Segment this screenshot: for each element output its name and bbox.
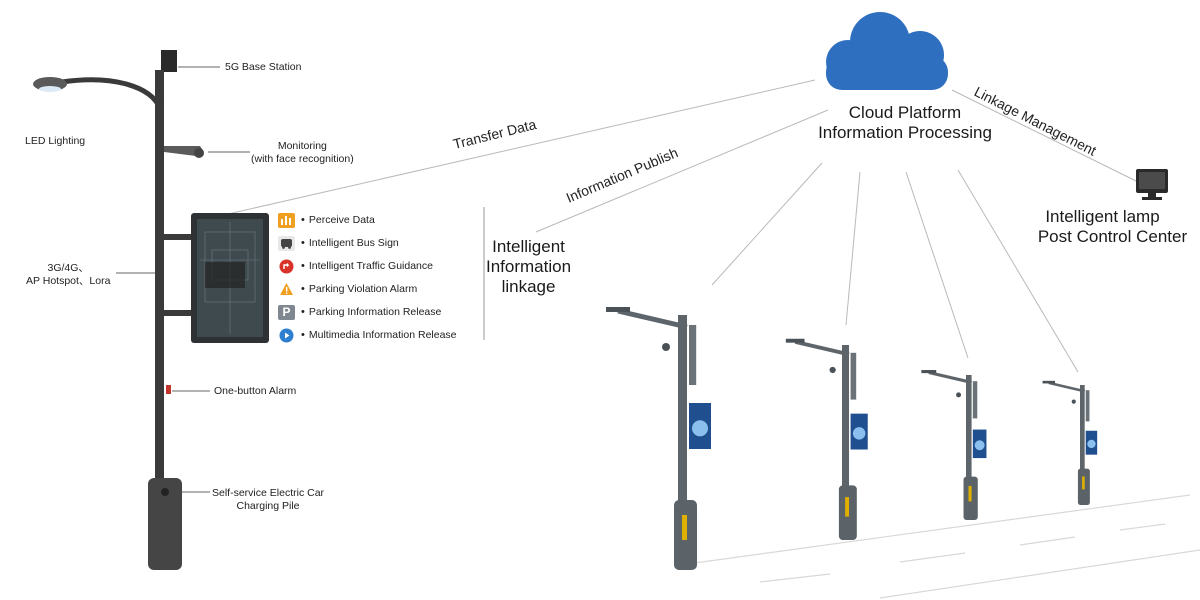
cloud-platform-subtitle: Information Processing — [818, 123, 992, 142]
monitor-icon — [1136, 169, 1168, 200]
pole-link-1 — [711, 162, 823, 286]
cloud-icon — [826, 12, 948, 90]
feature-multimedia-information-release: •Multimedia Information Release — [278, 326, 478, 344]
linkage-line — [951, 89, 1139, 183]
info-linkage-label: Intelligent Information linkage — [486, 237, 572, 296]
charging-pile — [148, 478, 182, 570]
label-led-lighting: LED Lighting — [25, 135, 86, 147]
transfer-data-line — [227, 79, 816, 215]
warning-icon — [278, 282, 295, 297]
feature-parking-information-release: P•Parking Information Release — [278, 303, 478, 321]
cloud-platform-title: Cloud Platform — [848, 103, 962, 122]
feature-perceive-data: •Perceive Data — [278, 211, 478, 229]
label-hotspot: 3G/4G、 AP Hotspot、Lora — [26, 262, 111, 287]
label-5g-base-station: 5G Base Station — [225, 61, 302, 73]
camera-icon — [194, 148, 204, 158]
traffic-sign-icon — [278, 259, 295, 274]
feature-intelligent-bus-sign: •Intelligent Bus Sign — [278, 234, 478, 252]
feature-intelligent-traffic-guidance: • Intelligent Traffic Guidance — [278, 257, 478, 275]
pole-link-4 — [957, 169, 1079, 373]
play-icon — [278, 328, 295, 343]
pole-info-screen — [191, 213, 269, 343]
street-pole — [606, 307, 711, 570]
pole-link-3 — [905, 171, 969, 359]
smart-lamp-pole — [33, 50, 204, 570]
pole-link-2 — [845, 171, 861, 326]
info-publish-line — [535, 109, 829, 233]
label-charging-pile: Self-service Electric Car Charging Pile — [212, 487, 325, 512]
street-pole — [1042, 380, 1098, 505]
label-monitoring: Monitoring (with face recognition) — [251, 140, 354, 165]
bar-chart-icon — [278, 212, 295, 228]
parking-icon: P — [278, 304, 295, 320]
bus-icon — [278, 235, 295, 251]
feature-parking-violation-alarm: •Parking Violation Alarm — [278, 280, 478, 298]
street-pole — [921, 370, 987, 520]
label-one-button-alarm: One-button Alarm — [214, 385, 297, 397]
control-center-title: Intelligent lamp — [1045, 207, 1160, 226]
street-poles — [606, 307, 1098, 570]
control-center-subtitle: Post Control Center — [1037, 227, 1188, 246]
street-pole — [785, 338, 868, 540]
